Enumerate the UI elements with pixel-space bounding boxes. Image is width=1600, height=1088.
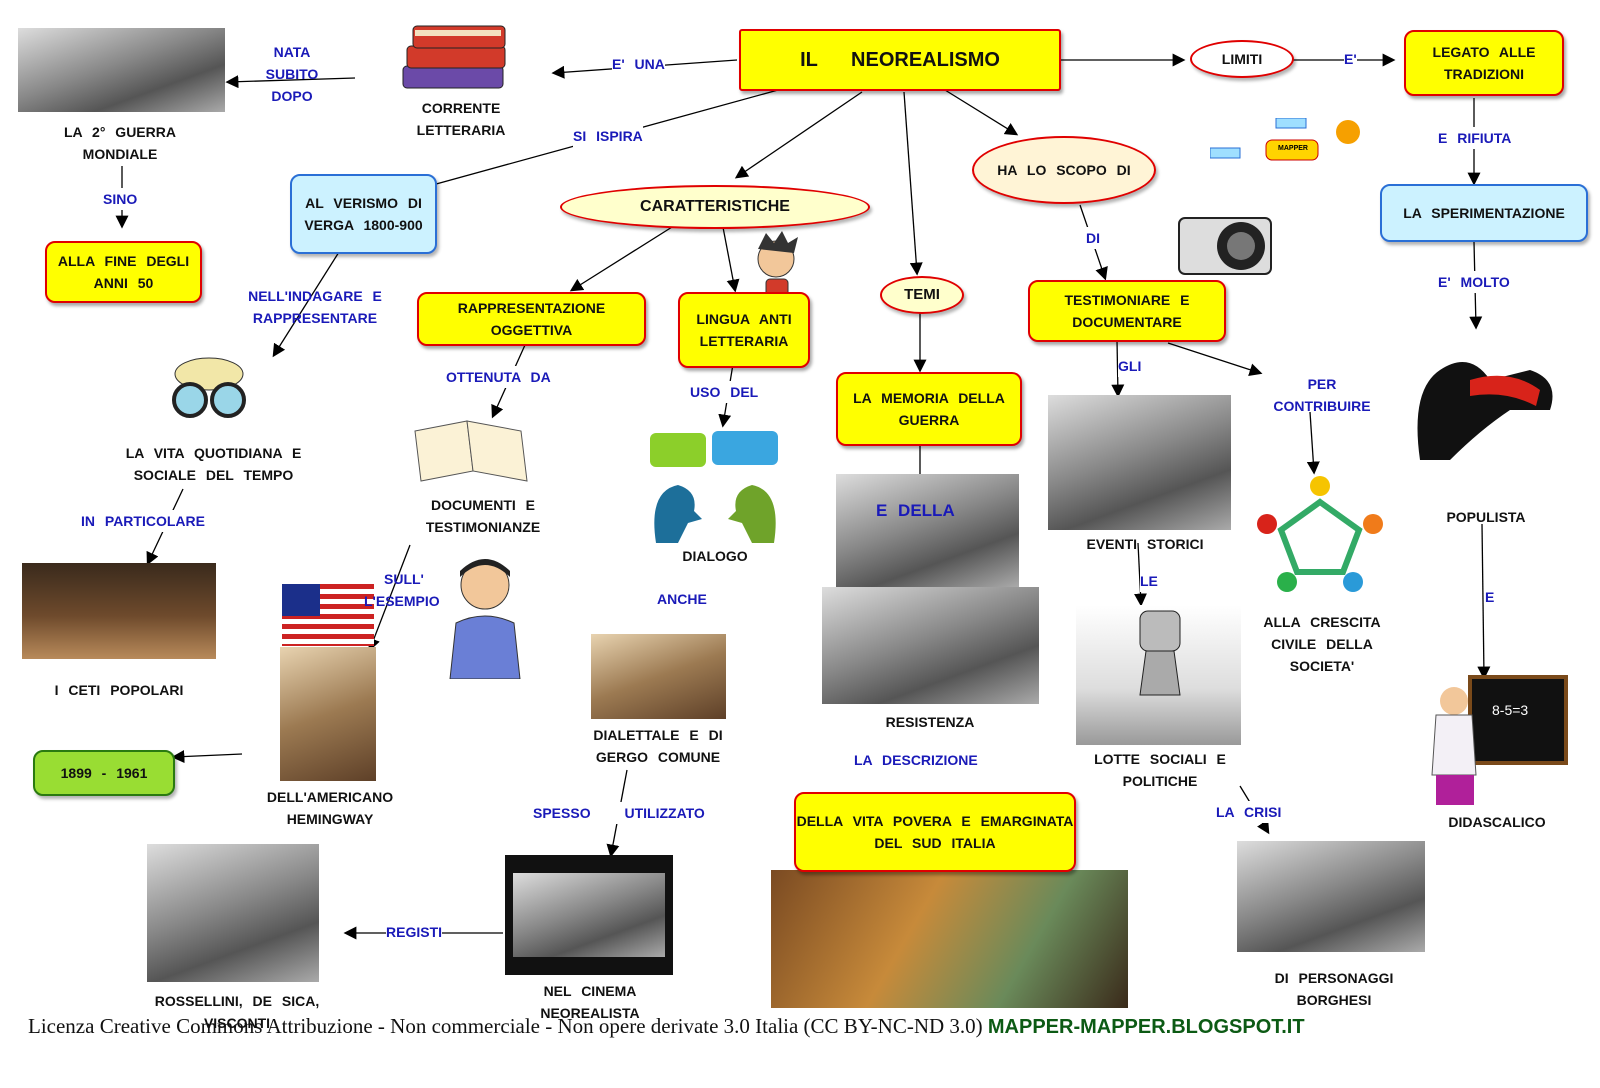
cinema-node: NEL CINEMA NEOREALISTA — [540, 983, 640, 1021]
us-flag-icon — [282, 584, 374, 646]
barbed-wire-photo — [836, 474, 1019, 587]
books-icon — [393, 22, 518, 94]
flag-canton — [282, 584, 320, 616]
fist-drawing — [1076, 605, 1241, 745]
lingua-node: LINGUA ANTI LETTERARIA — [678, 292, 810, 368]
guerra-node: LA 2° GUERRA MONDIALE — [64, 124, 176, 162]
binoculars-icon — [158, 352, 260, 432]
ceti-node: I CETI POPOLARI — [54, 682, 184, 698]
boy-graphic — [757, 231, 798, 330]
link-e-della: E DELLA — [876, 501, 955, 520]
people-circle-icon — [1255, 472, 1385, 594]
books-icon-graphic — [402, 25, 506, 89]
license-footer: Licenza Creative Commons Attribuzione - … — [28, 1014, 1305, 1039]
dialogo-node: DIALOGO — [682, 548, 748, 564]
vita-node: LA VITA QUOTIDIANA E SOCIALE DEL TEMPO — [125, 445, 302, 483]
link-la-descrizione: LA DESCRIZIONE — [854, 749, 978, 771]
soldiers-photo — [1048, 395, 1231, 530]
link-anche: ANCHE — [657, 588, 707, 610]
reporter-icon — [440, 553, 530, 679]
mapper-badge-label: MAPPER — [1278, 145, 1308, 152]
memoria-node: LA MEMORIA DELLA GUERRA — [836, 372, 1022, 446]
eventi-node: EVENTI STORICI — [1086, 536, 1204, 552]
painting-poor — [771, 870, 1128, 1008]
hand-graphic — [1417, 362, 1553, 460]
date-node: 1899 - 1961 — [33, 750, 175, 796]
teacher-icon: 8-5=3 — [1418, 675, 1570, 808]
film-frame — [513, 873, 665, 957]
testimoniare-node: TESTIMONIARE E DOCUMENTARE — [1028, 280, 1226, 342]
link-uso-del: USO DEL — [690, 381, 759, 403]
fine50-node: ALLA FINE DEGLI ANNI 50 — [45, 241, 202, 303]
link-e-apostrophe: E' — [1344, 48, 1357, 70]
svg-text:8-5=3: 8-5=3 — [1492, 702, 1528, 718]
link-per: PER CONTRIBUIRE — [1273, 376, 1371, 414]
populista-node: POPULISTA — [1446, 509, 1526, 525]
link-e-molto: E' MOLTO — [1438, 271, 1510, 293]
rappresentazione-node: RAPPRESENTAZIONE OGGETTIVA — [417, 292, 646, 346]
teacher-graphic: 8-5=3 — [1431, 675, 1568, 805]
title-node: IL NEOREALISMO — [739, 29, 1061, 91]
legato-node: LEGATO ALLE TRADIZIONI — [1404, 30, 1564, 96]
camera-icon — [1175, 200, 1285, 278]
hemingway-node: DELL'AMERICANO HEMINGWAY — [266, 789, 394, 827]
documenti-node: DOCUMENTI E TESTIMONIANZE — [425, 497, 541, 535]
open-book-graphic — [414, 420, 528, 482]
director-photo — [147, 844, 319, 982]
resistance-photo — [822, 587, 1039, 704]
link-gli: GLI — [1118, 355, 1142, 377]
dialettale-node: DIALETTALE E DI GERGO COMUNE — [593, 727, 723, 765]
descrizione-node: DELLA VITA POVERA E EMARGINATA DEL SUD I… — [794, 792, 1076, 872]
resistenza-node: RESISTENZA — [885, 714, 975, 730]
link-nata: NATA SUBITO DOPO — [265, 44, 319, 104]
binoculars-graphic — [172, 357, 246, 418]
link-e-rifiuta: E RIFIUTA — [1438, 127, 1512, 149]
link-in-particolare: IN PARTICOLARE — [81, 510, 205, 532]
war-photo — [18, 28, 225, 112]
reporter-graphic — [449, 559, 521, 679]
hand-drawing — [1410, 350, 1560, 468]
people-circle-graphic — [1257, 476, 1383, 592]
link-spesso: SPESSO UTILIZZATO — [533, 802, 705, 824]
link-e: E — [1485, 586, 1495, 608]
link-si-ispira: SI ISPIRA — [573, 125, 643, 147]
blog-link[interactable]: MAPPER-MAPPER.BLOGSPOT.IT — [987, 1016, 1305, 1038]
verismo-node: AL VERISMO DI VERGA 1800-900 — [290, 174, 437, 254]
speech-bubbles-icon — [648, 431, 782, 543]
license-text: Licenza Creative Commons Attribuzione - … — [28, 1014, 983, 1038]
link-di: DI — [1086, 227, 1100, 249]
limiti-node: LIMITI — [1190, 40, 1294, 78]
link-ottenuta: OTTENUTA DA — [446, 366, 551, 388]
link-sull: SULL' — [384, 571, 424, 587]
didascalico-node: DIDASCALICO — [1448, 814, 1546, 830]
link-la-crisi: LA CRISI — [1216, 801, 1282, 823]
film-strip — [505, 855, 673, 975]
link-e-una: E' UNA — [612, 53, 665, 75]
mapper-logo-graphic — [1210, 118, 1360, 161]
corrente-node: CORRENTE LETTERARIA — [416, 100, 506, 138]
mapper-logo: MAPPER — [1210, 118, 1380, 176]
link-le: LE — [1140, 570, 1158, 592]
women-photo — [591, 634, 726, 719]
camera-graphic — [1178, 217, 1272, 275]
lotte-node: LOTTE SOCIALI E POLITICHE — [1094, 751, 1226, 789]
boy-icon — [752, 229, 802, 331]
link-nellindagare: NELL'INDAGARE E RAPPRESENTARE — [248, 288, 382, 326]
crescita-node: ALLA CRESCITA CIVILE DELLA SOCIETA' — [1263, 614, 1381, 674]
link-registi: REGISTI — [386, 921, 443, 943]
temi-node: TEMI — [880, 276, 964, 314]
hemingway-portrait — [280, 647, 376, 781]
caratteristiche-node: CARATTERISTICHE — [560, 185, 870, 229]
link-sino: SINO — [103, 188, 138, 210]
scopo-node: HA LO SCOPO DI — [972, 136, 1156, 204]
fist-graphic — [1139, 610, 1181, 696]
link-esempio: L'ESEMPIO — [364, 593, 440, 609]
painting-quarto-stato — [22, 563, 216, 659]
speech-bubbles-graphic — [650, 431, 778, 543]
sperimentazione-node: LA SPERIMENTAZIONE — [1380, 184, 1588, 242]
registi-node: ROSSELLINI, DE SICA, VISCONTI — [154, 993, 320, 1031]
bourgeois-photo — [1237, 841, 1425, 952]
borghesi-node: DI PERSONAGGI BORGHESI — [1274, 970, 1394, 1008]
open-book-icon — [409, 411, 535, 486]
